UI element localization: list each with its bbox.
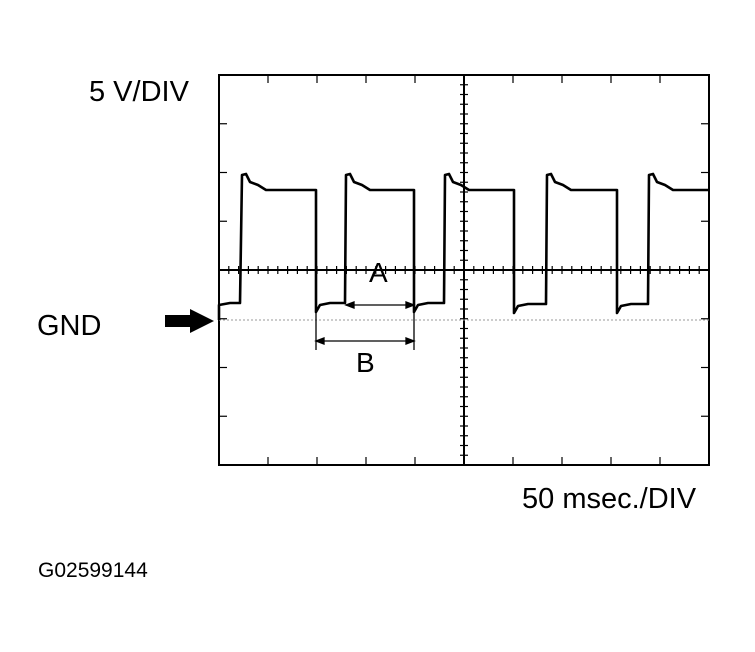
measurement-a-bracket (344, 301, 416, 309)
time-scale-label: 50 msec./DIV (522, 483, 697, 515)
vertical-scale-label: 5 V/DIV (89, 76, 189, 108)
figure-code: G02599144 (38, 559, 148, 582)
arrow-right-icon (165, 309, 214, 333)
segment-a-label: A (369, 257, 388, 288)
segment-b-label: B (356, 347, 375, 378)
signal-trace (217, 172, 709, 320)
ground-label: GND (37, 310, 102, 342)
measurement-b-bracket (314, 306, 416, 350)
